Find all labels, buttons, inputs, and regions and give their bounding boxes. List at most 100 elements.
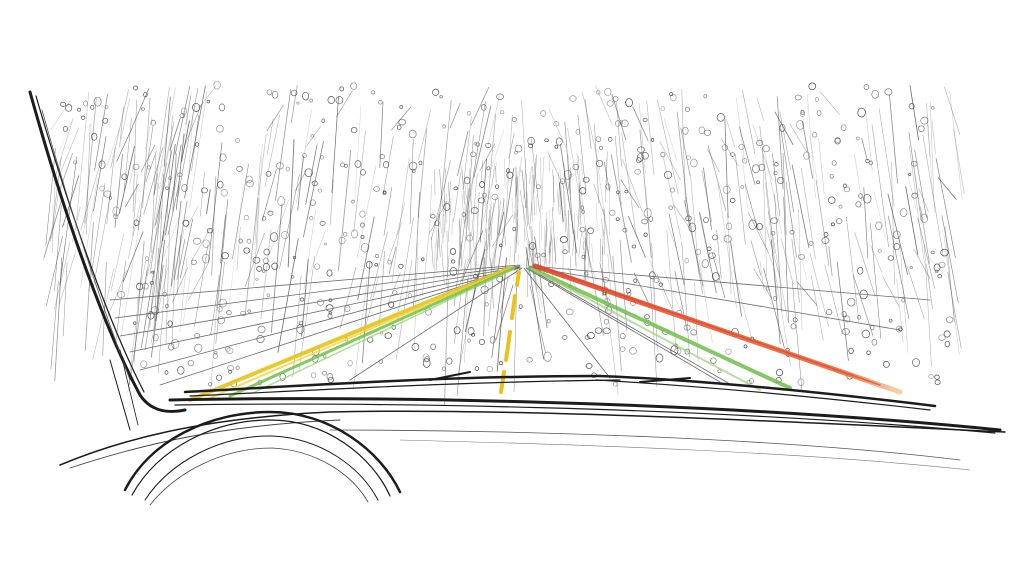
rain-streak [947, 272, 962, 349]
rain-streak [516, 209, 519, 246]
raindrop [506, 171, 514, 179]
raindrop [302, 91, 310, 101]
rain-streak [465, 101, 486, 222]
rain-streak [548, 237, 552, 253]
raindrop [271, 90, 279, 99]
raindrop [91, 132, 98, 141]
raindrop [478, 338, 485, 346]
raindrop [387, 259, 392, 265]
raindrop [422, 358, 431, 368]
rain-streak [177, 88, 199, 197]
rain-streak [707, 148, 720, 173]
raindrop [310, 134, 315, 138]
raindrop [255, 277, 259, 281]
raindrop [339, 86, 344, 92]
raindrop [439, 95, 443, 99]
rain-streak [167, 181, 180, 235]
raindrop [629, 347, 637, 355]
raindrop [266, 293, 271, 298]
rain-streak [935, 158, 956, 258]
rain-streak [690, 174, 700, 275]
raindrop [235, 365, 240, 370]
rain-streak [864, 105, 873, 171]
raindrop [496, 93, 504, 100]
windshield-frame [28, 90, 187, 431]
rain-streak [480, 160, 484, 183]
rain-streak [818, 138, 825, 196]
rain-streak [51, 182, 56, 253]
rain-streak [84, 221, 94, 352]
rain-streak [896, 278, 904, 343]
rain-streak [180, 218, 194, 279]
rain-streak [54, 257, 63, 381]
rain-streak [163, 96, 171, 167]
raindrop [304, 168, 313, 177]
raindrop [359, 210, 366, 218]
raindrop [559, 236, 568, 243]
rain-streak [681, 241, 690, 358]
raindrop [421, 257, 425, 262]
rain-streak [905, 186, 919, 255]
rain-streak [668, 226, 677, 248]
rain-streak [62, 175, 80, 228]
raindrop [946, 316, 954, 323]
raindrop [347, 360, 353, 367]
raindrop [482, 192, 487, 198]
raindrop [789, 230, 795, 235]
rain-streak [547, 150, 565, 189]
rain-streak [144, 230, 164, 351]
raindrop [371, 90, 376, 95]
raindrop [683, 324, 691, 331]
raindrop [808, 82, 817, 91]
rain-streak [791, 238, 800, 303]
rain-streak [503, 198, 506, 247]
rain-streak [292, 275, 302, 378]
rain-streak [453, 172, 462, 222]
rain-streak [174, 86, 191, 155]
raindrop [434, 220, 440, 227]
raindrop [622, 227, 628, 233]
raindrop [740, 185, 745, 189]
raindrop [399, 104, 404, 109]
raindrop [65, 104, 73, 112]
rain-streak [595, 85, 613, 126]
rain-streak [206, 189, 211, 215]
raindrop [743, 344, 748, 349]
raindrop [494, 184, 500, 189]
rain-streak [131, 88, 150, 128]
rain-streak [388, 246, 397, 274]
rain-streak [383, 187, 392, 236]
raindrop [449, 248, 457, 255]
raindrop [562, 249, 568, 255]
rain-streak [742, 155, 748, 208]
raindrop [770, 217, 779, 224]
raindrop [943, 330, 951, 338]
raindrop [706, 246, 712, 251]
rain-streak [156, 87, 176, 190]
raindrop [470, 151, 477, 157]
rain-streaks [43, 85, 965, 407]
rain-streak [776, 96, 784, 190]
rain-streak [917, 217, 936, 289]
rain-streak [529, 284, 546, 353]
raindrop [323, 242, 327, 246]
raindrop [342, 231, 348, 237]
raindrop [725, 348, 732, 355]
raindrop [194, 333, 201, 339]
raindrop [708, 252, 716, 259]
rain-streak [578, 233, 582, 257]
raindrop [187, 360, 195, 367]
rain-streak [199, 85, 217, 108]
raindrop [149, 280, 154, 285]
raindrop [195, 142, 200, 147]
rain-streak [443, 193, 447, 238]
rain-streak [789, 123, 807, 153]
raindrop [379, 154, 385, 160]
raindrop [938, 261, 946, 268]
raindrop [931, 106, 935, 110]
raindrop [594, 327, 603, 334]
raindrop [765, 286, 770, 291]
raindrop [930, 250, 935, 255]
raindrop [808, 240, 814, 246]
raindrop [857, 107, 866, 118]
